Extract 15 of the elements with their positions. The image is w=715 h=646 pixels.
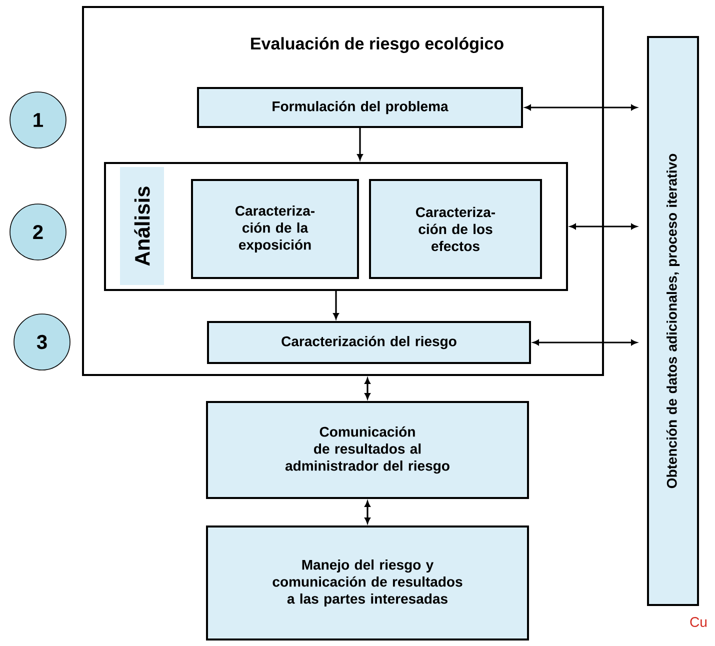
process-box: Caracteriza- ción de los efectos (369, 179, 542, 279)
process-box: Formulación del problema (197, 87, 523, 128)
arrow (333, 291, 339, 319)
process-box: Caracteriza- ción de la exposición (191, 179, 359, 279)
process-box: Manejo del riesgo y comunicación de resultados a las partes interesadas (206, 526, 529, 640)
arrow (364, 378, 370, 399)
arrow (364, 501, 370, 524)
arrow (525, 104, 637, 110)
arrow (570, 224, 637, 230)
process-box: Caracterización del riesgo (207, 321, 531, 364)
note-text: Cu (690, 617, 706, 627)
process-box: Comunicación de resultados al administrador del riesgo (206, 401, 529, 499)
vertical-bar: Obtención de datos adicionales, proceso iterativo (647, 36, 699, 606)
arrow (357, 128, 363, 160)
arrow (533, 340, 637, 346)
